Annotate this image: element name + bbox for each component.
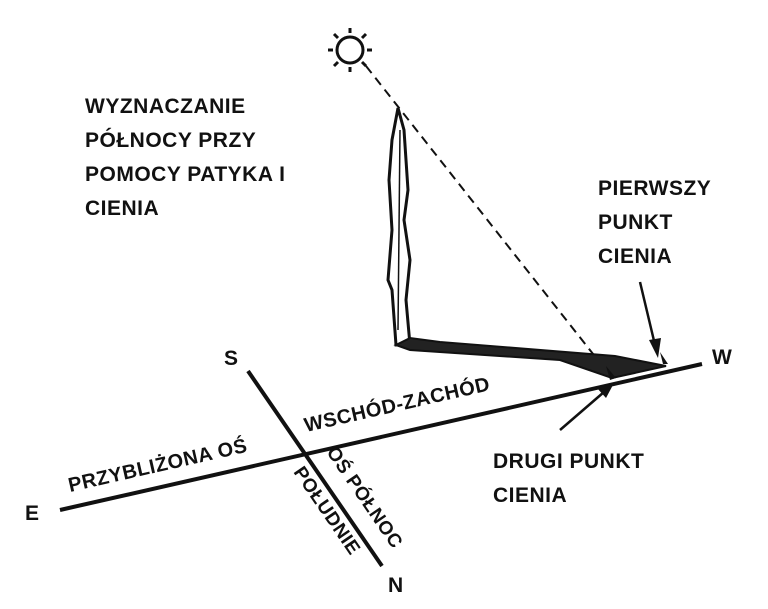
east-west-axis: [59, 362, 703, 512]
first-point-line-1: PIERWSZY: [598, 177, 711, 200]
first-point-arrow: [638, 281, 661, 358]
direction-west: W: [712, 346, 732, 369]
stick-shadow: [393, 336, 667, 380]
second-point-arrow: [559, 383, 614, 431]
first-point-line-3: CIENIA: [598, 245, 672, 268]
second-shadow-marker: [606, 366, 616, 380]
second-point-line-2: CIENIA: [493, 484, 567, 507]
north-south-axis: [246, 369, 384, 568]
sun-icon: [328, 28, 372, 72]
title-line-3: POMOCY PATYKA I: [85, 163, 285, 186]
direction-north: N: [388, 574, 404, 597]
sun-ray-line: [365, 65, 613, 379]
title-line-4: CIENIA: [85, 197, 159, 220]
title-line-1: WYZNACZANIE: [85, 95, 246, 118]
first-shadow-marker: [660, 352, 668, 364]
direction-east: E: [25, 502, 40, 525]
stick-grain: [397, 129, 401, 331]
ew-axis-label-right: WSCHÓD-ZACHÓD: [302, 371, 492, 436]
title-line-2: PÓŁNOCY PRZY: [85, 128, 256, 152]
first-point-line-2: PUNKT: [598, 211, 673, 234]
direction-south: S: [224, 347, 239, 370]
second-point-line-1: DRUGI PUNKT: [493, 450, 644, 473]
